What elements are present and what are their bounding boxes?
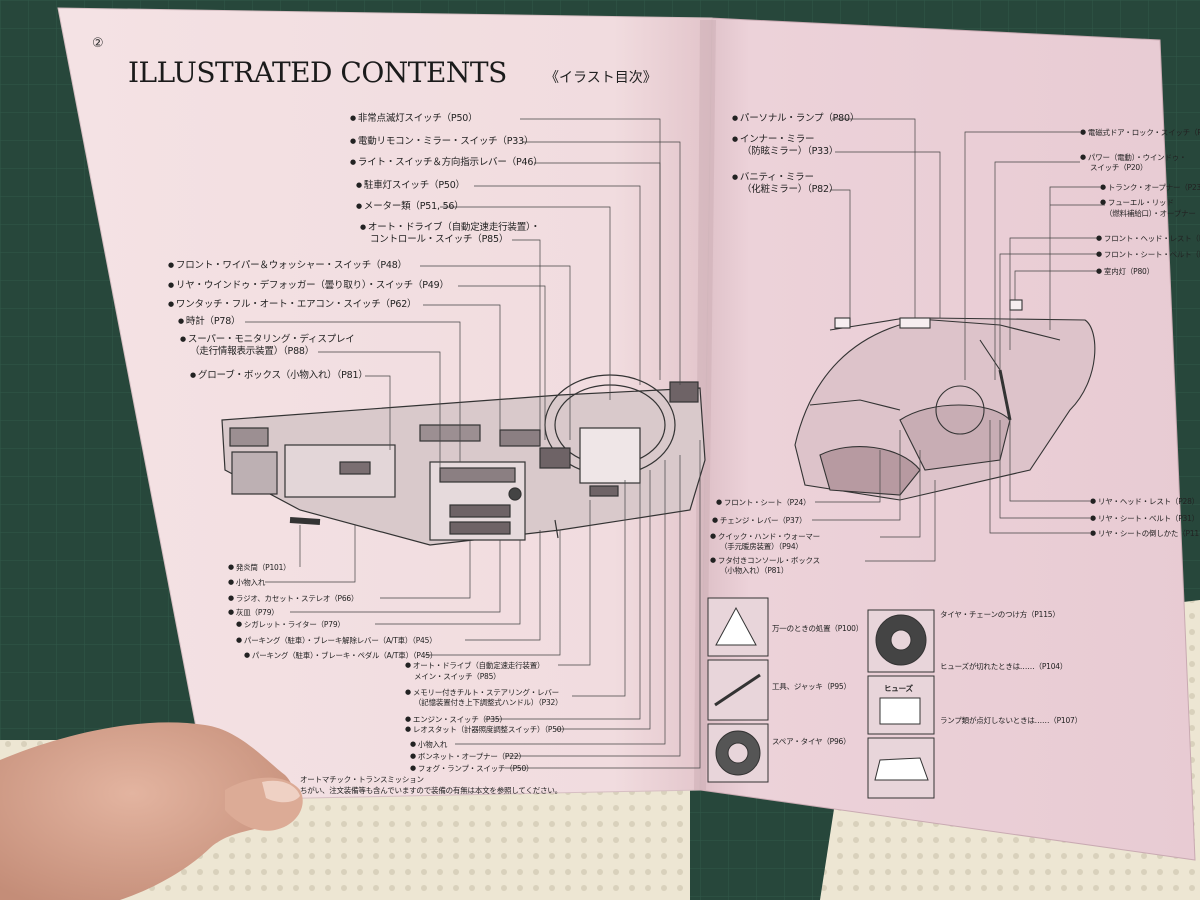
label-fuel-lid-2: （燃料補給口）・オープナー（P22）	[1105, 209, 1200, 218]
label-vanity-mirror: バニティ・ミラー	[732, 172, 814, 183]
label-radio: ラジオ、カセット・ステレオ（P66）	[228, 594, 359, 603]
label-clock: 時計（P78）	[178, 316, 241, 327]
label-engine-switch: エンジン・スイッチ（P35）	[405, 715, 507, 724]
label-fuel-lid: フューエル・リッド	[1100, 198, 1174, 207]
label-aircon: ワンタッチ・フル・オート・エアコン・スイッチ（P62）	[168, 299, 417, 310]
label-front-headrest: フロント・ヘッド・レスト（P26, 27, 28）	[1096, 234, 1200, 243]
label-rheostat: レオスタット（計器照度調整スイッチ）（P50）	[405, 725, 569, 734]
page-number: ②	[92, 36, 104, 51]
label-tire-chain: タイヤ・チェーンのつけ方（P115）	[940, 610, 1060, 619]
label-console-box: フタ付きコンソール・ボックス	[710, 556, 820, 565]
label-auto-drive-main: オート・ドライブ（自動定速走行装置）	[405, 661, 545, 670]
label-hazard-switch: 非常点滅灯スイッチ（P50）	[350, 113, 478, 124]
label-auto-drive: オート・ドライブ（自動定速走行装置）・	[360, 222, 540, 233]
label-power-window: パワー（電動）・ウインドゥ・	[1080, 153, 1187, 162]
label-brake-pedal: パーキング（駐車）・ブレーキ・ペダル（A/T車）（P45）	[244, 651, 437, 660]
label-tilt-steering: メモリー付きチルト・ステアリング・レバー	[405, 688, 559, 697]
page-title: ILLUSTRATED CONTENTS	[128, 56, 507, 89]
label-personal-lamp: パーソナル・ランプ（P80）	[732, 113, 859, 124]
label-brake-release: パーキング（駐車）・ブレーキ解除レバー（A/T車）（P45）	[236, 636, 437, 645]
label-bonnet-opener: ボンネット・オープナー（P22）	[410, 752, 526, 761]
label-front-wiper: フロント・ワイパー＆ウォッシャー・スイッチ（P48）	[168, 260, 407, 271]
label-room-lamp: 室内灯（P80）	[1096, 267, 1154, 276]
label-light-switch: ライト・スイッチ＆方向指示レバー（P46）	[350, 157, 543, 168]
label-console-box-2: （小物入れ）（P81）	[720, 566, 789, 575]
label-emergency: 万一のときの処置（P100）	[772, 624, 864, 633]
label-tilt-steering-2: （記憶装置付き上下調整式ハンドル）（P32）	[414, 698, 563, 707]
label-parking-light: 駐車灯スイッチ（P50）	[356, 180, 465, 191]
label-power-window-2: スイッチ（P20）	[1090, 163, 1148, 172]
label-rear-seat-fold: リヤ・シートの倒しかた（P111）	[1090, 529, 1200, 538]
label-rear-defogger: リヤ・ウインドゥ・デフォッガー（曇り取り）・スイッチ（P49）	[168, 280, 449, 291]
label-cigarette-lighter: シガレット・ライター（P79）	[236, 620, 345, 629]
label-hand-warmer-2: （手元暖房装置）（P94）	[720, 542, 803, 551]
label-inner-mirror: インナー・ミラー	[732, 134, 815, 145]
label-auto-drive-2: コントロール・スイッチ（P85）	[370, 234, 509, 245]
label-mirror-switch: 電動リモコン・ミラー・スイッチ（P33）	[350, 136, 534, 147]
label-inner-mirror-2: （防眩ミラー）（P33）	[742, 146, 839, 157]
label-monitoring-display: スーパー・モニタリング・ディスプレイ	[180, 334, 355, 345]
label-lamp-fail: ランプ類が点灯しないときは……（P107）	[940, 716, 1082, 725]
label-flare: 発炎筒（P101）	[228, 563, 291, 572]
label-change-lever: チェンジ・レバー（P37）	[712, 516, 807, 525]
label-door-lock: 電磁式ドア・ロック・スイッチ（P20）	[1080, 128, 1200, 137]
label-ashtray: 灰皿（P79）	[228, 608, 279, 617]
footnote-1: オートマチック・トランスミッション	[300, 775, 424, 784]
label-trunk-opener: トランク・オープナー（P23）	[1100, 183, 1200, 192]
footnote-2: ちがい、注文装備等も含んでいますので装備の有無は本文を参照してください。	[300, 786, 562, 795]
label-glove-box: グローブ・ボックス（小物入れ）（P81）	[190, 370, 368, 381]
label-front-seat: フロント・シート（P24）	[716, 498, 811, 507]
label-fog-lamp: フォグ・ランプ・スイッチ（P50）	[410, 764, 534, 773]
label-storage-1: 小物入れ	[228, 578, 265, 587]
page-subtitle: 《イラスト目次》	[545, 70, 657, 86]
fuse-box-text: ヒューズ	[884, 684, 913, 693]
label-monitoring-display-2: （走行情報表示装置）（P88）	[190, 346, 315, 357]
label-auto-drive-main-2: メイン・スイッチ（P85）	[414, 672, 501, 681]
label-vanity-mirror-2: （化粧ミラー）（P82）	[742, 184, 839, 195]
label-spare-tire: スペア・タイヤ（P96）	[772, 737, 851, 746]
label-rear-seatbelt: リヤ・シート・ベルト（P31）	[1090, 514, 1199, 523]
label-rear-headrest: リヤ・ヘッド・レスト（P28）	[1090, 497, 1199, 506]
label-tools-jack: 工具、ジャッキ（P95）	[772, 682, 851, 691]
label-hand-warmer: クイック・ハンド・ウォーマー	[710, 532, 820, 541]
label-meters: メーター類（P51, 56）	[356, 201, 464, 212]
label-fuse: ヒューズが切れたときは……（P104）	[940, 662, 1068, 671]
label-front-seatbelt: フロント・シート・ベルト（P30）	[1096, 250, 1200, 259]
label-storage-2: 小物入れ	[410, 740, 447, 749]
